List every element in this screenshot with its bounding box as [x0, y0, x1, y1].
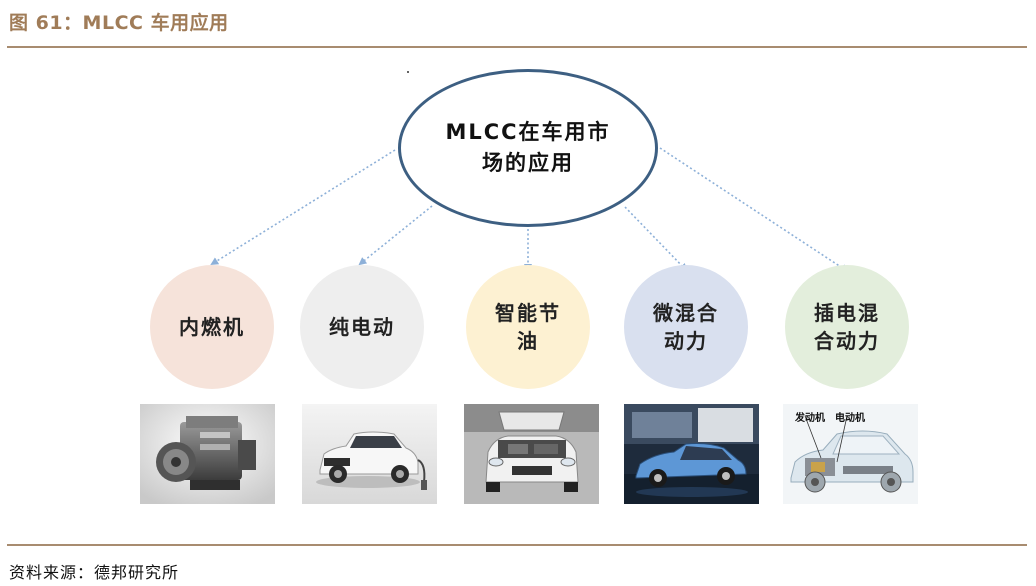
node-plug-in-hybrid: 插电混合动力 — [785, 265, 909, 389]
node-internal-combustion: 内燃机 — [150, 265, 274, 389]
header-rule — [7, 46, 1027, 48]
node-label: 微混合动力 — [653, 301, 719, 353]
node-label: 内燃机 — [179, 315, 245, 339]
node-micro-hybrid: 微混合动力 — [624, 265, 748, 389]
hybrid-car-cutaway-photo — [783, 404, 918, 504]
connector-to-node-1 — [210, 149, 396, 266]
connector-to-node-2 — [358, 205, 433, 266]
caption-engine: 发动机 — [795, 413, 825, 424]
caption-motor: 电动机 — [835, 413, 865, 424]
car-open-hood-photo — [464, 404, 599, 504]
node-label: 纯电动 — [329, 315, 395, 339]
blue-car-showroom-photo — [624, 404, 759, 504]
node-label: 智能节油 — [495, 301, 561, 353]
source-note: 资料来源：德邦研究所 — [9, 563, 180, 582]
electric-car-charging-photo — [302, 404, 437, 504]
connector-to-node-5 — [659, 147, 849, 273]
engine-photo — [140, 404, 275, 504]
node-pure-electric: 纯电动 — [300, 265, 424, 389]
stray-dot — [407, 71, 409, 73]
figure-title: 图 61：MLCC 车用应用 — [9, 12, 229, 34]
center-label: MLCC在车用市场的应用 — [445, 120, 611, 175]
footer-rule — [7, 544, 1027, 546]
node-label: 插电混合动力 — [814, 301, 880, 353]
connector-to-node-4 — [624, 206, 688, 272]
node-smart-fuel-saving: 智能节油 — [466, 265, 590, 389]
center-ellipse: MLCC在车用市场的应用 — [398, 69, 658, 227]
